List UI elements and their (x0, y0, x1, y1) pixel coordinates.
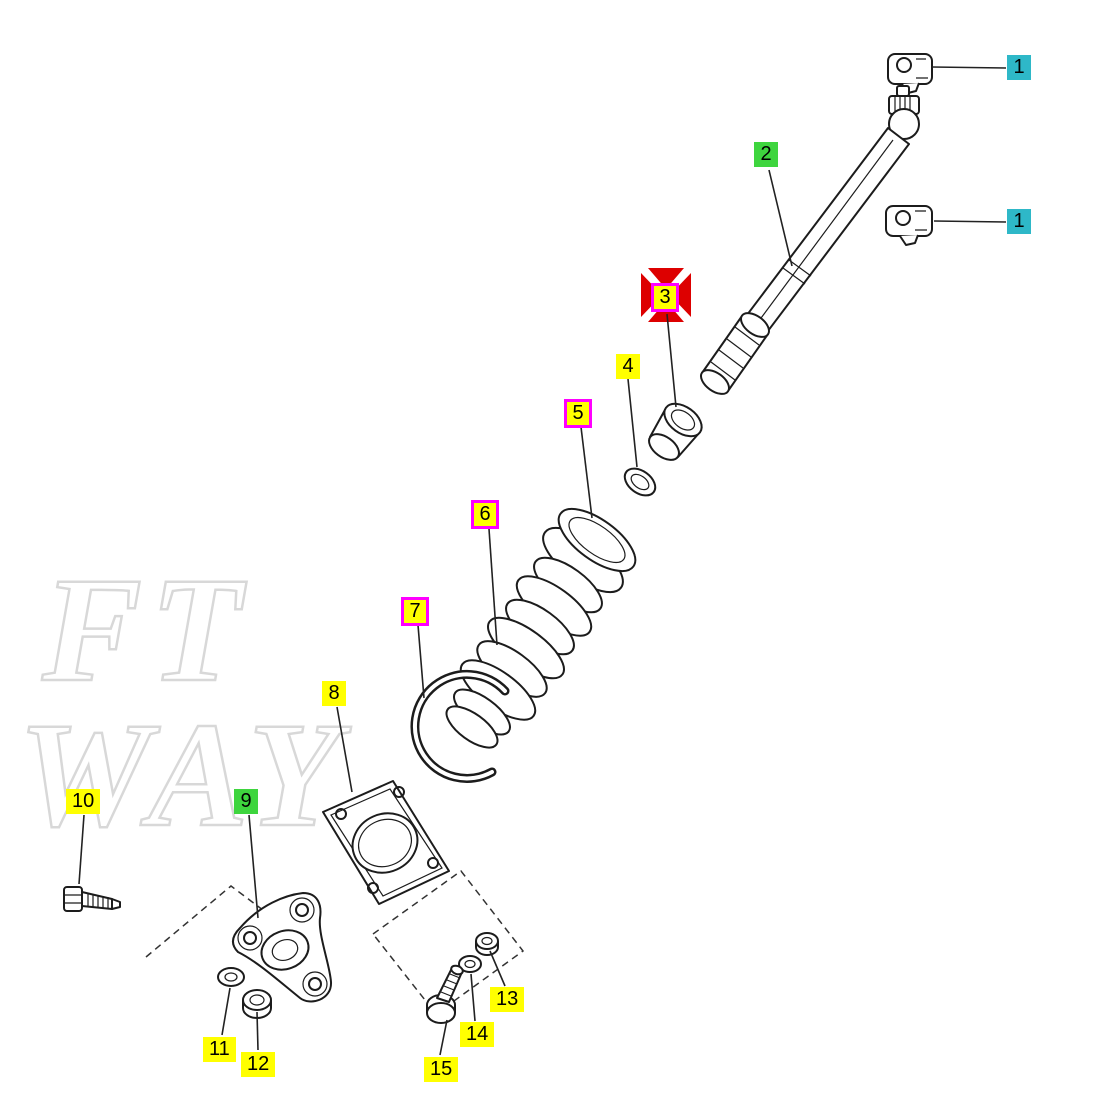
leader-lines (78, 66, 1007, 1056)
part-label-13[interactable]: 13 (490, 987, 525, 1012)
part-label-8[interactable]: 8 (322, 681, 346, 706)
part-label-11[interactable]: 11 (203, 1037, 236, 1062)
part-label-7[interactable]: 7 (401, 597, 429, 626)
retaining-clip-part (410, 669, 510, 783)
alignment-dashed-lines (145, 869, 525, 1016)
part-label-15[interactable]: 15 (424, 1057, 459, 1082)
retaining-clamp-top (887, 53, 933, 94)
part-label-1a[interactable]: 1 (1007, 55, 1031, 80)
part-label-14[interactable]: 14 (460, 1022, 495, 1047)
washer-part-13 (475, 932, 499, 956)
boot-seat-part (542, 507, 637, 594)
part-label-2[interactable]: 2 (754, 142, 778, 167)
part-label-4[interactable]: 4 (616, 354, 640, 379)
plug-bolt-part (63, 886, 121, 912)
part-label-9[interactable]: 9 (234, 789, 258, 814)
part-label-10[interactable]: 10 (66, 789, 101, 814)
bolt-part-15 (426, 964, 464, 1024)
rubber-boot-part (445, 556, 603, 749)
watermark: FT WAY (17, 546, 352, 860)
washer-part-14 (458, 955, 482, 973)
spline-coupling-part (700, 312, 770, 395)
coupling-bracket-part (232, 892, 333, 1003)
part-label-6[interactable]: 6 (471, 500, 499, 529)
retaining-clamp-lower (885, 205, 933, 246)
part-label-1b[interactable]: 1 (1007, 209, 1031, 234)
watermark-line2: WAY (18, 692, 352, 858)
bushing-part (648, 402, 703, 461)
part-label-12[interactable]: 12 (241, 1052, 276, 1077)
watermark-line1: FT (41, 547, 250, 713)
washer-part-11 (217, 967, 245, 987)
mounting-plate-part (322, 780, 450, 905)
part-label-3[interactable]: 3 (651, 283, 679, 312)
seal-ring-part (623, 467, 657, 497)
part-label-5[interactable]: 5 (564, 399, 592, 428)
